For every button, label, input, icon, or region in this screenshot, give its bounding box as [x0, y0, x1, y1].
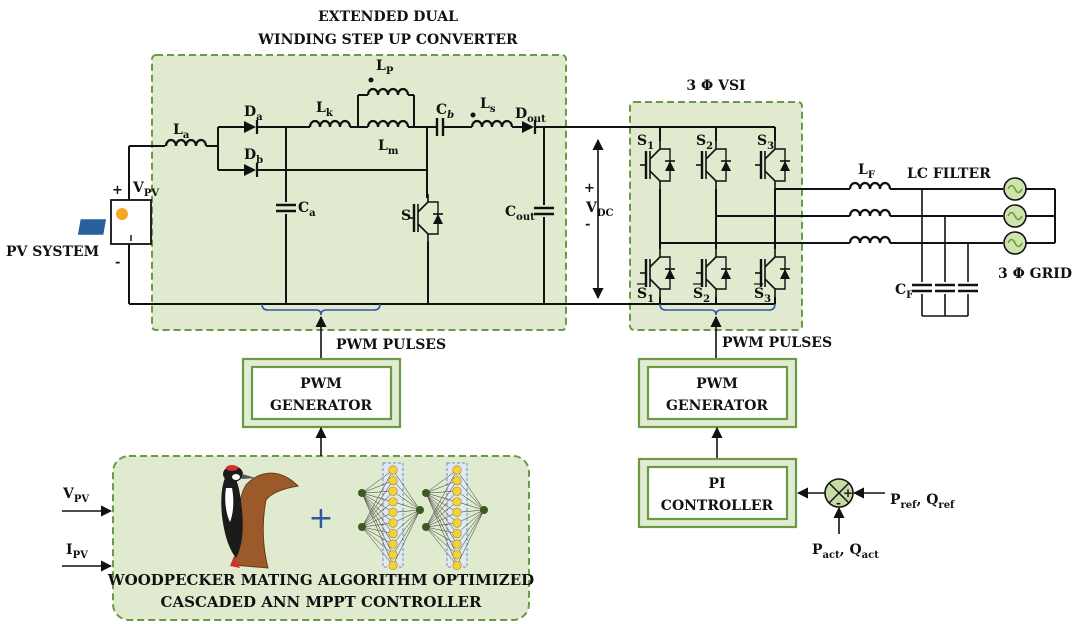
svg-text:PWM: PWM	[696, 376, 738, 392]
ann-input-node	[358, 523, 366, 531]
ann-hidden-node	[452, 476, 462, 486]
vdc-plus: +	[584, 181, 595, 196]
summing-junction: + -	[824, 478, 854, 510]
plus-symbol: +	[308, 501, 333, 536]
svg-text:PI: PI	[708, 476, 725, 492]
ann-input-node	[422, 523, 430, 531]
inductor-lf-c	[848, 235, 892, 245]
s2-label: S2	[696, 133, 713, 152]
pv-minus: -	[115, 255, 120, 270]
pwm-generator-right: PWM GENERATOR	[637, 357, 798, 429]
pv-system-title: PV SYSTEM	[6, 244, 99, 260]
ann-hidden-node	[388, 497, 398, 507]
cb-label: Cb	[436, 102, 454, 121]
capacitor-cf-c	[956, 283, 980, 293]
vdc-minus: -	[585, 217, 590, 232]
pwm-pulses-right: PWM PULSES	[722, 335, 832, 351]
ann-hidden-node	[388, 560, 398, 571]
ls-label: Ls	[480, 96, 496, 115]
s1-bar-label: S1	[637, 286, 654, 305]
ann-hidden-node	[452, 465, 462, 475]
gate-brace-left	[261, 303, 381, 316]
lf-label: LF	[858, 162, 875, 181]
svg-text:-: -	[836, 496, 841, 510]
mppt-input-ipv: IPV	[66, 542, 88, 561]
pwm-pulses-left: PWM PULSES	[336, 337, 446, 353]
svg-text:GENERATOR: GENERATOR	[666, 398, 768, 414]
ann-hidden-node	[452, 518, 462, 528]
ann-hidden-node	[452, 539, 462, 549]
ann-hidden-node	[388, 507, 398, 518]
pi-controller: PI CONTROLLER	[637, 457, 798, 529]
pwm-generator-left: PWM GENERATOR	[241, 357, 402, 429]
ann-hidden-node	[388, 476, 398, 486]
ann-hidden-node	[452, 507, 462, 518]
pref-qref-label: Pref, Qref	[890, 492, 955, 511]
ann-hidden-node	[388, 539, 398, 549]
svg-text:CONTROLLER: CONTROLLER	[661, 498, 774, 514]
pact-qact-label: Pact, Qact	[812, 542, 879, 561]
svg-text:+: +	[843, 486, 853, 500]
mppt-title-line1: WOODPECKER MATING ALGORITHM OPTIMIZED	[107, 571, 534, 589]
svg-text:GENERATOR: GENERATOR	[270, 398, 372, 414]
grid-source-c	[1003, 231, 1027, 255]
ann-hidden-node	[452, 560, 462, 571]
vsi-title: 3 Φ VSI	[686, 78, 745, 94]
inductor-lf-b	[848, 208, 892, 218]
ann-hidden-node	[452, 486, 462, 496]
pv-panel-icon	[77, 199, 152, 245]
ann-hidden-node	[452, 550, 462, 560]
mppt-title-line2: CASCADED ANN MPPT CONTROLLER	[161, 593, 482, 611]
inductor-lf-a	[848, 181, 892, 191]
cascaded-ann-icon	[358, 462, 488, 571]
cout-label: Cout	[505, 204, 535, 223]
lk-label: Lk	[316, 100, 334, 119]
ann-input-node	[422, 489, 430, 497]
ann-hidden-node	[452, 497, 462, 507]
la-label: La	[173, 122, 190, 141]
pv-plus: +	[112, 183, 123, 198]
gate-brace-right	[659, 303, 776, 316]
ann-output-node	[480, 506, 488, 514]
lm-label: Lm	[378, 138, 399, 157]
s3-label: S3	[757, 133, 774, 152]
ann-input-node	[358, 489, 366, 497]
s2-bar-label: S2	[693, 286, 710, 305]
ca-label: Ca	[298, 200, 316, 219]
capacitor-cf-b	[933, 283, 957, 293]
ann-output-node	[416, 506, 424, 514]
lc-filter-title: LC FILTER	[907, 166, 991, 182]
grid-source-a	[1003, 177, 1027, 201]
ann-hidden-node	[452, 528, 462, 539]
db-label: Db	[244, 147, 263, 166]
capacitor-cf-a	[910, 283, 934, 293]
ann-hidden-node	[388, 465, 398, 475]
s1-label: S1	[637, 133, 654, 152]
converter-title-line1: EXTENDED DUAL	[318, 9, 458, 25]
ann-hidden-node	[388, 528, 398, 539]
ann-hidden-node	[388, 518, 398, 528]
converter-title-line2: WINDING STEP UP CONVERTER	[257, 32, 518, 48]
lp-label: LP	[376, 58, 394, 77]
cf-label: CF	[895, 282, 913, 301]
s-label: S	[401, 208, 411, 224]
ann-hidden-node	[388, 550, 398, 560]
svg-text:PWM: PWM	[300, 376, 342, 392]
dout-label: Dout	[515, 106, 546, 125]
vpv-label: VPV	[132, 180, 159, 199]
mppt-input-vpv: VPV	[62, 486, 89, 505]
converter-panel	[151, 54, 567, 331]
vdc-label: VDC	[585, 200, 614, 219]
grid-title: 3 Φ GRID	[998, 266, 1072, 282]
da-label: Da	[244, 104, 263, 123]
woodpecker-icon	[221, 465, 300, 569]
grid-source-b	[1003, 204, 1027, 228]
s3-bar-label: S3	[754, 286, 771, 305]
ann-hidden-node	[388, 486, 398, 496]
